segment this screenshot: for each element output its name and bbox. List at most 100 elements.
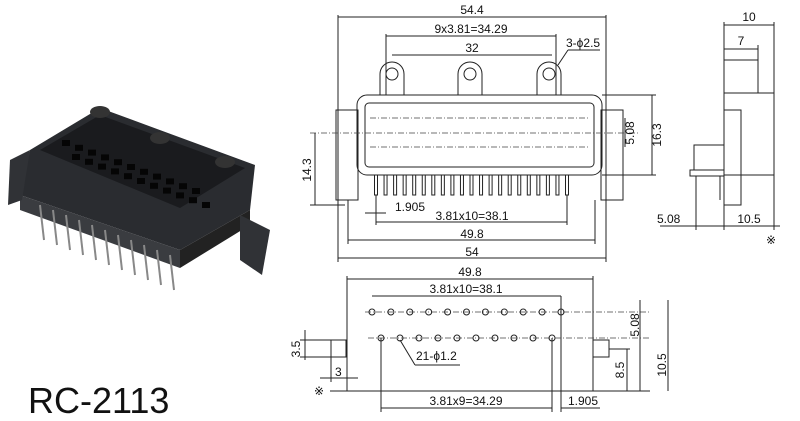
pcb-hole [396,334,404,342]
photo-socket-hole [189,197,197,204]
pcb-hole [463,308,470,316]
pin [536,174,541,196]
pin [412,174,417,196]
photo-socket-hole [153,173,161,180]
pin [507,174,512,196]
photo-socket-hole [127,164,135,170]
pin [374,174,378,196]
pcb-hole [406,308,414,316]
dim-base-width: 54 [465,245,479,259]
dim-bottom-row-span: 3.81x9=34.29 [429,394,502,408]
dim-top-depth: 7 [738,34,745,48]
dim-height: 16.3 [650,123,664,147]
pcb-hole [453,334,461,342]
pcb-hole [415,334,423,342]
dim-pin-row-offset: 5.08 [657,212,681,226]
photo-socket-hole [62,140,70,146]
pcb-hole [519,308,527,316]
pcb-hole [444,308,452,316]
pcb-hole [481,308,489,316]
photo-pin [117,234,123,271]
pcb-footprint: 49.8 3.81x10=38.1 21-ϕ1.2 3.5 3 ※ 3.81x9… [289,265,669,412]
front-view: 54.4 9x3.81=34.29 32 3-ϕ2.5 5.08 16.3 14… [300,3,664,262]
pin [393,174,398,196]
fp-ref-mark: ※ [314,384,324,398]
pcb-hole [368,308,376,316]
pin [431,174,436,196]
photo-socket-hole [101,154,109,161]
photo-pin [39,204,45,241]
photo-socket-hole [114,159,122,166]
ref-mark: ※ [766,233,776,247]
dim-peg-height: 3.5 [289,340,303,357]
dim-peg-width: 3 [335,365,342,379]
photo-pin [65,214,71,251]
pin [545,174,550,196]
dim-depth: 10 [742,10,756,24]
photo-pin [91,224,97,261]
photo-pin [52,209,58,246]
photo-socket-hole [111,168,119,175]
pcb-hole [434,334,442,342]
pin [488,174,493,196]
pin [450,174,455,196]
dim-fp-width: 49.8 [458,265,482,279]
photo-socket-hole [163,187,171,194]
pcb-hole [500,308,508,316]
mounting-ear [379,61,405,95]
photo-socket-hole [88,149,96,156]
photo-pin [78,219,84,256]
photo-socket-hole [150,182,158,189]
pin [459,174,464,196]
photo-socket-hole [137,178,145,184]
dim-fp-row-pitch: 5.08 [628,313,642,337]
note-holes: 21-ϕ1.2 [416,349,457,363]
photo-pin [130,239,136,276]
mounting-ear [536,61,562,95]
pin [383,174,388,196]
photo-socket-hole [176,192,184,199]
pin [402,174,407,196]
photo-socket-hole [179,183,187,190]
pin [555,174,560,196]
pcb-hole [510,334,518,342]
pcb-hole [557,308,565,316]
photo-socket-hole [124,173,132,180]
side-view: 10 7 5.08 10.5 ※ [657,10,780,247]
pcb-hole [529,334,537,342]
photo-pin [104,229,110,266]
mounting-ear [457,61,483,95]
dim-top-row-span: 3.81x10=38.1 [429,282,502,296]
pin [421,174,426,196]
dim-inner-width: 32 [465,41,479,55]
pin [479,174,484,196]
photo-pin [143,244,149,281]
dim-pin-height: 14.3 [300,158,314,182]
pin [469,174,474,196]
connector-photo [8,106,270,291]
dim-mount-hole-pitch: 9x3.81=34.29 [434,22,507,36]
dim-row-to-edge: 10.5 [655,353,669,377]
photo-socket-hole [72,154,80,160]
pin [565,174,569,196]
dim-peg-to-edge: 8.5 [613,361,627,378]
pin [440,174,445,196]
pcb-hole [387,308,395,316]
note-mount-holes: 3-ϕ2.5 [566,36,600,50]
photo-socket-hole [85,158,93,165]
mount-hole [542,67,556,81]
photo-pin [169,254,175,291]
dim-row-pitch: 5.08 [623,121,637,145]
photo-socket-hole [75,144,83,151]
dim-pin-offset: 1.905 [395,200,425,214]
photo-socket-hole [98,163,106,170]
photo-socket-hole [192,188,200,194]
photo-socket-hole [140,168,148,175]
dim-overall-width: 54.4 [460,3,484,17]
photo-pin [156,249,162,286]
mount-hole [385,67,399,81]
photo-socket-hole [202,202,210,208]
pin [517,174,522,196]
pin [526,174,531,196]
